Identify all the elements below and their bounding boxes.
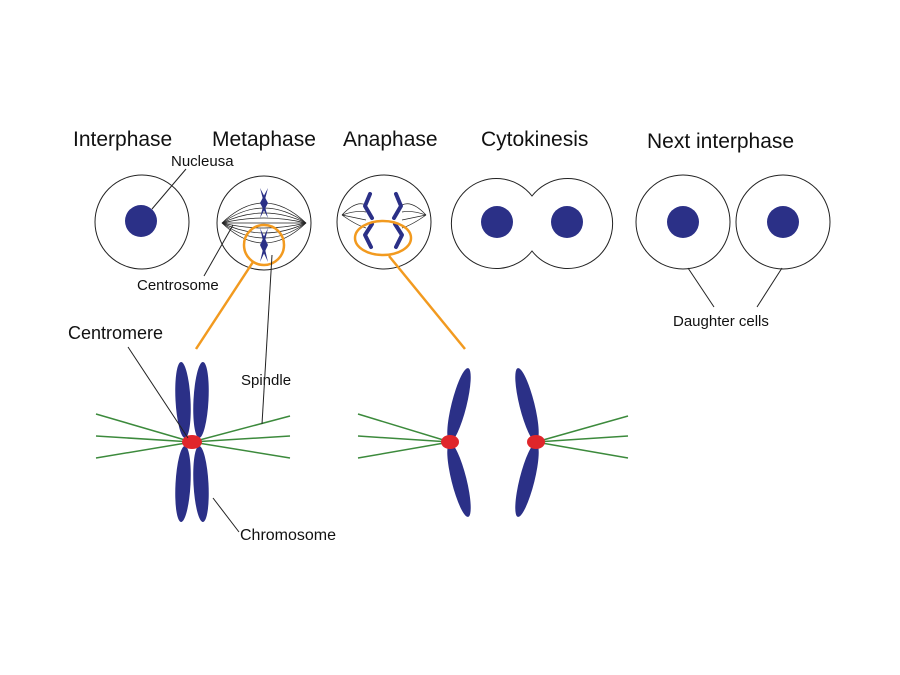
metaphase-spindle-fibers [95,413,291,459]
centromere-label: Centromere [68,323,163,343]
chromatid-right [515,368,545,517]
interphase-cell [94,174,190,270]
daughter-cell-right [735,174,831,270]
centromere-leader-line [127,346,189,439]
anaphase-spindle-fibers-right [535,415,629,459]
interphase-nucleus [125,205,157,237]
daughter-nucleus-left [667,206,699,238]
centromere-dot-right [527,435,545,449]
duplicated-chromosome [175,362,209,522]
anaphase-zoom-detail [357,368,629,517]
anaphase-chromosomes [363,192,404,249]
daughter-leader-right [756,267,783,308]
daughter-cells-label: Daughter cells [673,313,769,330]
heading-metaphase: Metaphase [212,128,316,151]
nucleus-label: Nucleusa [171,153,234,170]
spindle-leader-line [261,254,273,425]
chromosome-leader-line [212,497,240,533]
metaphase-cell [216,175,312,271]
cytokinesis-cell [450,178,614,269]
cytokinesis-cell-membrane [450,178,614,269]
anaphase-spindle-fibers-left [357,413,451,459]
metaphase-zoom-connector [194,261,255,350]
metaphase-chromosomes [260,188,268,262]
metaphase-zoom-detail [95,362,291,522]
daughter-leader-left [687,267,715,308]
centrosome-label: Centrosome [137,277,219,294]
heading-next-interphase: Next interphase [647,130,794,153]
heading-anaphase: Anaphase [343,128,438,151]
cytokinesis-nucleus-left [481,206,513,238]
heading-cytokinesis: Cytokinesis [481,128,588,151]
heading-interphase: Interphase [73,128,172,151]
nucleus-leader-line [151,168,187,210]
daughter-nucleus-right [767,206,799,238]
anaphase-zoom-connector [388,255,466,350]
anaphase-zoom-ellipse [353,219,413,257]
spindle-label: Spindle [241,372,291,389]
metaphase-zoom-circle [242,223,286,267]
daughter-cell-left [635,174,731,270]
anaphase-cell [336,174,432,270]
centromere-dot-left [441,435,459,449]
cytokinesis-nucleus-right [551,206,583,238]
chromosome-label: Chromosome [240,527,336,544]
centrosome-leader-line [203,224,234,277]
chromatid-left [441,368,471,517]
centromere-dot [182,435,202,449]
